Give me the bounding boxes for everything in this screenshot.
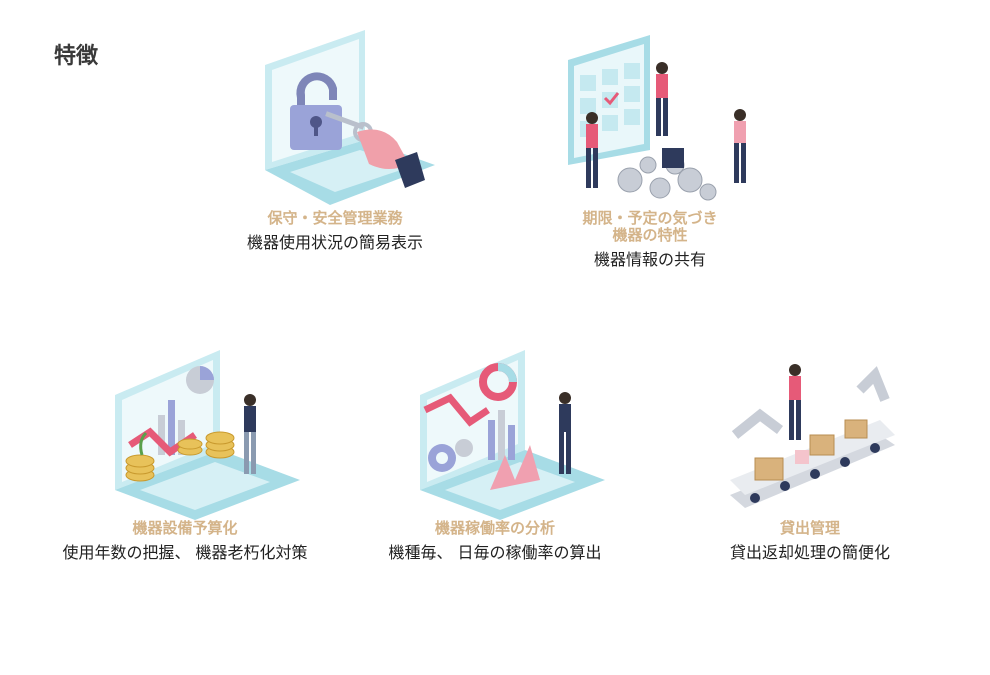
feature-utilization-analysis: 機器稼働率の分析 機種毎、 日毎の稼働率の算出	[370, 340, 620, 563]
laptop-coins-chart-icon	[115, 350, 300, 520]
laptop-padlock-key-icon	[265, 30, 435, 205]
calendar-gears-people-icon	[568, 35, 746, 201]
feature-description: 貸出返却処理の簡便化	[729, 543, 890, 562]
conveyor-robot-arm-boxes-icon	[730, 364, 895, 508]
feature-maintenance-security: 保守・安全管理業務 機器使用状況の簡易表示	[220, 20, 450, 253]
feature-description: 機器使用状況の簡易表示	[246, 233, 423, 252]
feature-description: 機器情報の共有	[593, 250, 706, 269]
feature-title: 保守・安全管理業務	[267, 209, 403, 227]
feature-description: 機種毎、 日毎の稼働率の算出	[388, 543, 602, 562]
feature-title: 貸出管理	[779, 519, 840, 537]
feature-title: 機器設備予算化	[132, 519, 238, 537]
feature-deadline-awareness: 期限・予定の気づき 機器の特性 機器情報の共有	[530, 20, 770, 270]
feature-lending-management: 貸出管理 貸出返却処理の簡便化	[700, 340, 920, 563]
laptop-analytics-chart-icon	[420, 350, 605, 520]
feature-description: 使用年数の把握、 機器老朽化対策	[62, 543, 308, 562]
page-title: 特徴	[54, 44, 99, 69]
feature-title-line2: 機器の特性	[612, 226, 688, 244]
feature-title-line1: 期限・予定の気づき	[582, 209, 718, 227]
feature-title: 機器稼働率の分析	[434, 519, 555, 537]
feature-budgeting: 機器設備予算化 使用年数の把握、 機器老朽化対策	[40, 340, 330, 563]
